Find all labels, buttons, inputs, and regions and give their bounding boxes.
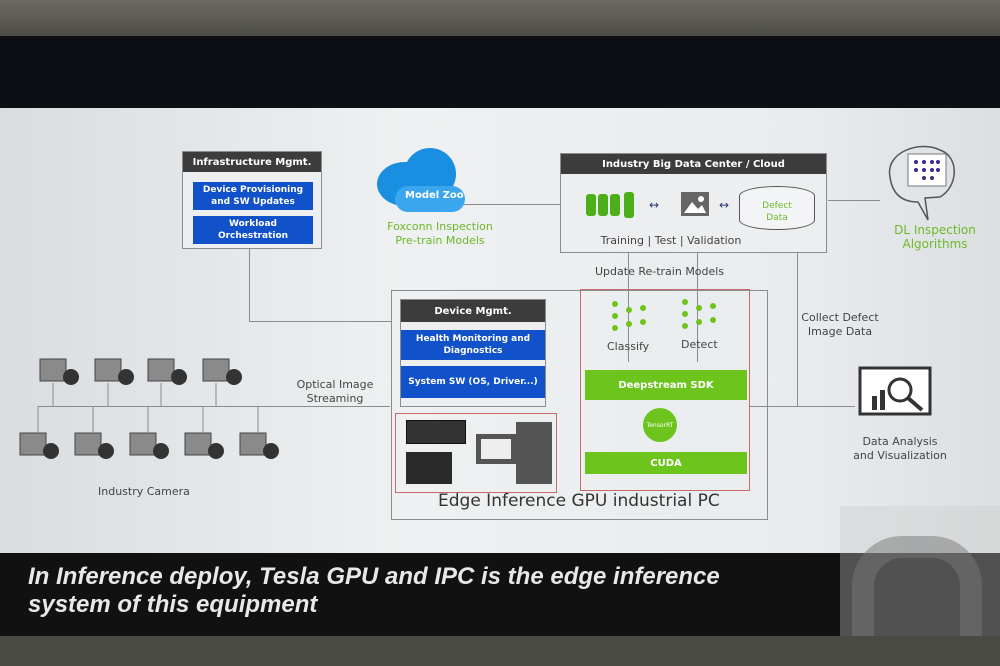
infrastructure-panel: Infrastructure Mgmt. Device Provisioning… (182, 151, 322, 249)
connector (462, 204, 560, 205)
watermark-m-shape (852, 536, 982, 636)
data-center-title: Industry Big Data Center / Cloud (561, 154, 826, 174)
edge-pc-panel: Device Mgmt. Health Monitoring and Diagn… (391, 289, 768, 520)
analysis-line: Data Analysis (862, 435, 938, 448)
jetson-box-icon (406, 452, 452, 484)
industry-camera-label: Industry Camera (98, 485, 190, 498)
tensorrt-icon: TensorRT (643, 408, 677, 442)
brain-icon (880, 142, 960, 222)
optical-line: Streaming (306, 392, 364, 405)
classify-network-icon (609, 298, 649, 338)
ai-stack-panel: Classify Detect Deepstream SDK TensorRT … (580, 289, 750, 491)
monitor-icon (476, 434, 516, 464)
connector (750, 406, 855, 407)
slide: Infrastructure Mgmt. Device Provisioning… (0, 108, 1000, 558)
health-monitoring-box: Health Monitoring and Diagnostics (401, 330, 545, 360)
db-label: Data (766, 213, 788, 223)
caption-line-2: system of this equipment (28, 591, 318, 618)
device-mgmt-title: Device Mgmt. (401, 300, 545, 322)
workload-orchestration-box: Workload Orchestration (193, 216, 313, 244)
deepstream-sdk-box: Deepstream SDK (585, 370, 747, 400)
cloud-icon: Model Zoo (375, 146, 465, 216)
bidirectional-arrow-icon: ↔ (719, 198, 730, 212)
data-center-panel: Industry Big Data Center / Cloud ↔ ↔ Def… (560, 153, 827, 253)
cuda-box: CUDA (585, 452, 747, 474)
model-zoo-caption: Foxconn Inspection Pre-train Models (370, 220, 510, 248)
caption-line-1: In Inference deploy, Tesla GPU and IPC i… (28, 563, 720, 590)
connector (828, 200, 880, 201)
edge-pc-label: Edge Inference GPU industrial PC (438, 491, 720, 511)
connector (797, 240, 798, 406)
pc-tower-icon (516, 422, 552, 484)
connector (249, 321, 391, 322)
camera-group (15, 353, 295, 483)
caption-line: Foxconn Inspection (387, 220, 493, 233)
gpu-card-icon (406, 420, 466, 444)
caption-line: Pre-train Models (395, 234, 485, 247)
hardware-panel (395, 413, 557, 493)
dl-line: DL Inspection (894, 223, 976, 237)
pipeline-label: Training | Test | Validation (600, 234, 742, 247)
model-zoo-label: Model Zoo (405, 190, 464, 201)
connector (249, 248, 250, 322)
analysis-line: and Visualization (853, 449, 947, 462)
optical-line: Optical Image (296, 378, 374, 391)
collect-line: Image Data (807, 325, 873, 338)
neural-network-icon (586, 192, 638, 218)
infrastructure-title: Infrastructure Mgmt. (183, 152, 321, 172)
dl-line: Algorithms (902, 237, 968, 251)
screen-bezel (0, 36, 1000, 116)
detect-network-icon (679, 296, 719, 336)
connector (628, 252, 629, 362)
floor (0, 636, 1000, 666)
analytics-monitor-icon (858, 366, 934, 426)
image-icon (681, 192, 709, 216)
watermark-logo (840, 506, 1000, 636)
device-provisioning-box: Device Provisioning and SW Updates (193, 182, 313, 210)
collect-line: Collect Defect (801, 311, 879, 324)
db-label: Defect (762, 201, 792, 211)
classify-label: Classify (607, 340, 650, 353)
device-mgmt-panel: Device Mgmt. Health Monitoring and Diagn… (400, 299, 546, 407)
system-sw-box: System SW (OS, Driver...) (401, 366, 545, 398)
bidirectional-arrow-icon: ↔ (649, 198, 660, 212)
connector (38, 406, 390, 407)
caption-band: In Inference deploy, Tesla GPU and IPC i… (0, 553, 1000, 638)
update-retrain-label: Update Re-train Models (595, 265, 725, 278)
ceiling (0, 0, 1000, 40)
detect-label: Detect (681, 338, 718, 351)
